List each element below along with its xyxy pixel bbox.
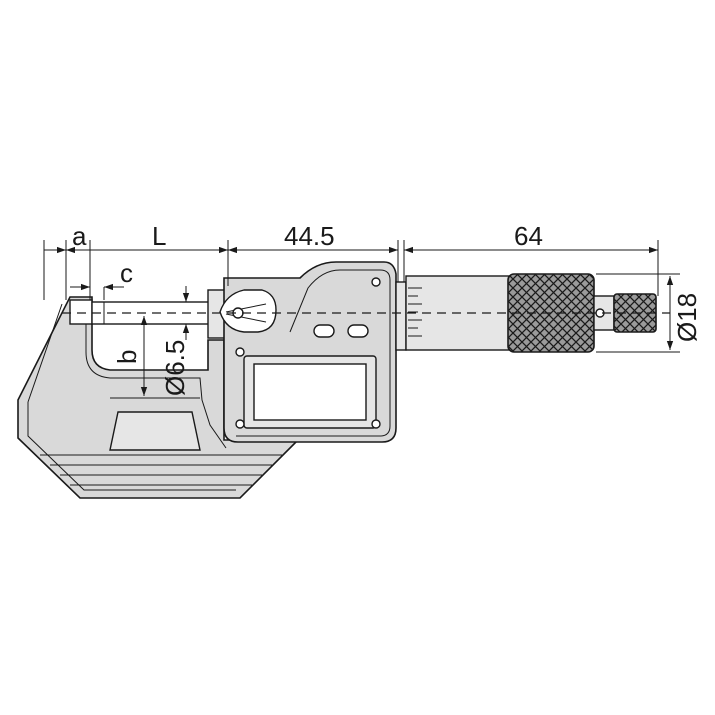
screw-icon — [371, 277, 381, 287]
housing-inner-edge — [236, 269, 391, 437]
mode-button — [313, 324, 335, 338]
sleeve-graduations — [408, 287, 422, 337]
frame-grooves — [40, 454, 282, 486]
dim-label-44-5: 44.5 — [284, 221, 335, 251]
screw-icon — [371, 419, 381, 429]
lcd-display — [253, 363, 367, 421]
frame-inner-edge — [76, 304, 227, 449]
dim-label-thimble-diameter: Ø18 — [672, 293, 702, 342]
dim-label-c: c — [120, 258, 133, 288]
zero-button — [347, 324, 369, 338]
dim-label-b: b — [112, 350, 142, 364]
sleeve-collar — [395, 281, 407, 351]
insulator-plate — [109, 411, 201, 451]
dim-label-l: L — [152, 221, 166, 251]
dim-label-a: a — [72, 221, 87, 251]
spindle — [91, 289, 231, 339]
frame-bevel — [27, 303, 236, 491]
digital-housing — [219, 261, 397, 443]
screw-icon — [235, 347, 245, 357]
dim-label-64: 64 — [514, 221, 543, 251]
anvil — [69, 299, 93, 325]
dim-label-spindle-diameter: Ø6.5 — [160, 340, 190, 396]
dimension-lines — [43, 240, 680, 399]
screw-icon — [235, 419, 245, 429]
